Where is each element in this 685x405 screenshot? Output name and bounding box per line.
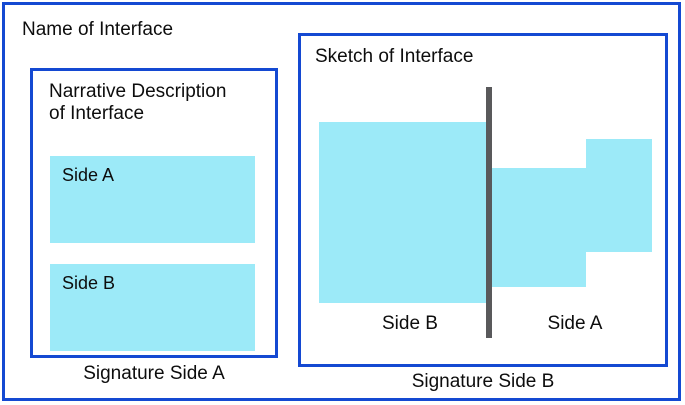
narrative-block-side-b[interactable]: Side B — [50, 264, 255, 351]
sketch-part-side-a[interactable] — [492, 139, 652, 287]
signature-side-b-label: Signature Side B — [411, 371, 555, 392]
sketch-panel-heading: Sketch of Interface — [315, 46, 474, 67]
narrative-panel-heading: Narrative Description of Interface — [49, 81, 227, 125]
outer-frame: Name of Interface Narrative Description … — [2, 2, 681, 401]
sketch-of-interface-panel[interactable]: Sketch of Interface Side B Side A — [298, 33, 668, 367]
page-title: Name of Interface — [22, 19, 174, 40]
narrative-block-side-a-label: Side A — [62, 165, 115, 185]
sketch-part-side-b[interactable] — [319, 122, 486, 303]
narrative-description-panel[interactable]: Narrative Description of Interface Side … — [30, 68, 278, 358]
narrative-block-side-b-label: Side B — [62, 273, 116, 293]
sketch-label-side-a: Side A — [547, 313, 603, 334]
interface-divider-line — [486, 87, 492, 338]
signature-side-a-label: Signature Side A — [83, 363, 225, 384]
narrative-block-side-a[interactable]: Side A — [50, 156, 255, 243]
sketch-label-side-b: Side B — [382, 313, 438, 334]
